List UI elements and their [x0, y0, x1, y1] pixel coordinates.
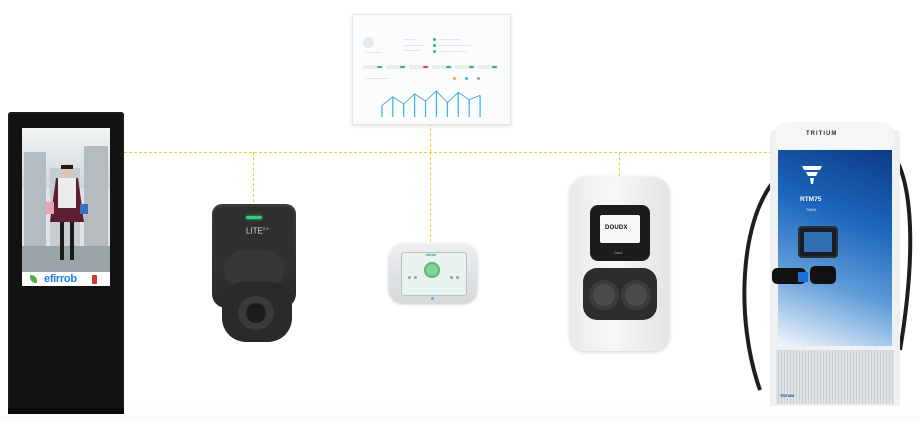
tritium-top — [776, 122, 894, 154]
chart-bar — [414, 93, 416, 117]
tritium-model: RTM75 — [800, 196, 822, 203]
legend-dot — [453, 77, 456, 80]
dashboard-text-line — [403, 50, 421, 51]
wallbox-screen-text: DOUDX — [605, 225, 628, 231]
monitoring-dashboard[interactable] — [352, 14, 511, 125]
connector-line-dashboard — [430, 123, 431, 152]
advertising-kiosk[interactable]: efirrob — [8, 112, 124, 414]
dashboard-tile[interactable] — [409, 65, 429, 69]
kiosk-brand: efirrob — [44, 273, 77, 285]
chart-bar — [424, 101, 427, 117]
tritium-screen-content — [804, 232, 832, 252]
socket-core — [246, 303, 266, 323]
display-unit-brand: efirob — [426, 253, 436, 257]
dashboard-text-line — [439, 51, 467, 52]
model-photo — [46, 164, 88, 260]
chart-bar — [403, 104, 405, 117]
legend-dot — [465, 77, 468, 80]
dashboard-text-line — [365, 52, 381, 53]
dashboard-tile[interactable] — [432, 65, 452, 69]
lite-charger-cap — [214, 207, 294, 257]
status-led — [246, 216, 262, 219]
dashboard-avatar — [363, 37, 374, 48]
display-button[interactable] — [414, 276, 417, 279]
display-button[interactable] — [408, 276, 411, 279]
dashboard-tile[interactable] — [363, 65, 383, 69]
connector-line-display — [430, 152, 431, 242]
tritium-brand: TRITIUM — [806, 131, 838, 137]
chart-bar — [446, 102, 448, 117]
wallbox-socket-panel — [583, 268, 657, 320]
connector-line-lite — [253, 152, 254, 202]
tritium-power: 75kW — [806, 207, 817, 212]
tritium-logo-icon — [802, 166, 822, 184]
lite-charger-label: LITE2.0 — [246, 226, 269, 236]
wallbox-socket[interactable] — [589, 280, 619, 310]
chart-line — [381, 90, 481, 106]
legend-dot — [477, 77, 480, 80]
dashboard-tile[interactable] — [386, 65, 406, 69]
display-button[interactable] — [456, 276, 459, 279]
chart-bar — [392, 96, 394, 117]
dashboard-tile[interactable] — [455, 65, 475, 69]
dashboard-chart — [381, 90, 481, 117]
wallbox-screen: DOUDX — [600, 215, 640, 243]
connector-line-white — [619, 152, 620, 176]
wallbox-socket[interactable] — [621, 280, 651, 310]
chart-bar — [381, 105, 383, 117]
kiosk-brand-bar: efirrob — [22, 272, 110, 286]
connector-plug-icon[interactable] — [770, 262, 840, 292]
status-dot — [433, 38, 436, 41]
kiosk-screen: efirrob — [22, 128, 110, 286]
dashboard-tile[interactable] — [478, 65, 498, 69]
tritium-vent — [776, 350, 894, 404]
ground — [0, 404, 920, 422]
chart-bar — [468, 99, 470, 117]
tritium-foot-brand: TRITIUM — [780, 394, 795, 398]
card-reader-label: Card — [614, 251, 622, 255]
charge-status-icon — [424, 262, 440, 278]
chart-bar — [479, 95, 481, 117]
dashboard-text-line — [439, 45, 471, 46]
chart-bar — [457, 92, 459, 117]
status-dot — [433, 50, 436, 53]
connector-line-main — [124, 152, 772, 153]
display-button[interactable] — [450, 276, 453, 279]
dashboard-text-line — [439, 39, 461, 40]
dashboard-text-line — [365, 78, 389, 79]
display-indicator — [431, 297, 434, 300]
chart-bar — [435, 91, 438, 117]
status-dot — [433, 44, 436, 47]
dashboard-text-line — [403, 45, 425, 46]
dashboard-text-line — [403, 39, 415, 40]
wallbox-charger[interactable] — [570, 177, 669, 351]
